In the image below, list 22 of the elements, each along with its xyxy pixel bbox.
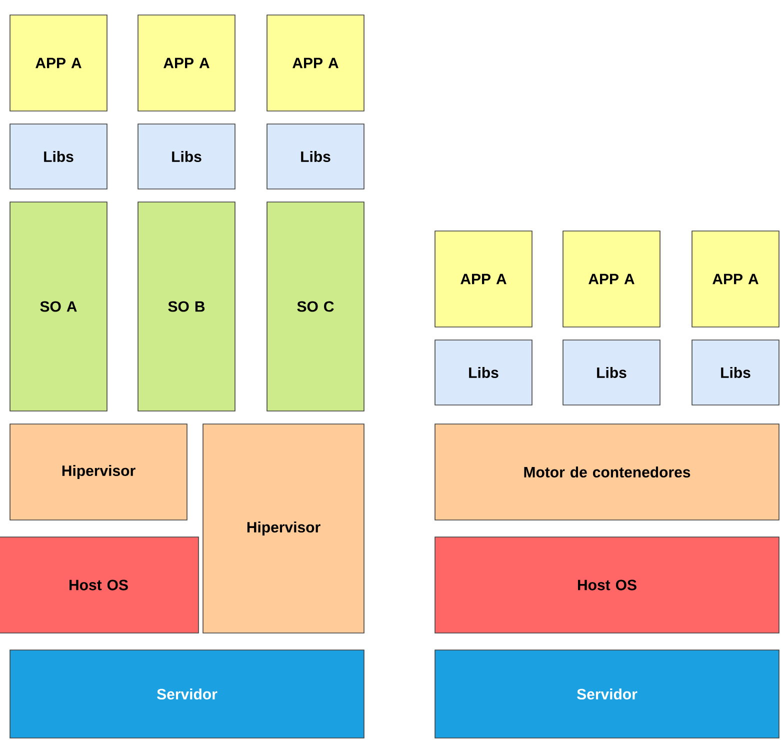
container-engine-box: Motor de contenedores <box>434 424 780 520</box>
app-box: APP A <box>434 230 532 328</box>
host-os-box: Host OS <box>0 536 199 634</box>
host-os-box: Host OS <box>434 536 780 634</box>
hypervisor-box: Hipervisor <box>202 424 364 634</box>
library-box: Libs <box>692 340 780 406</box>
app-box: APP A <box>138 14 236 112</box>
app-box: APP A <box>562 230 660 328</box>
hypervisor-box: Hipervisor <box>10 424 188 520</box>
library-box: Libs <box>138 124 236 190</box>
os-box: SO C <box>266 202 364 412</box>
app-box: APP A <box>10 14 108 112</box>
server-box: Servidor <box>434 650 780 738</box>
app-box: APP A <box>692 230 780 328</box>
server-box: Servidor <box>10 650 364 738</box>
app-box: APP A <box>266 14 364 112</box>
library-box: Libs <box>562 340 660 406</box>
library-box: Libs <box>10 124 108 190</box>
library-box: Libs <box>266 124 364 190</box>
library-box: Libs <box>434 340 532 406</box>
os-box: SO B <box>138 202 236 412</box>
os-box: SO A <box>10 202 108 412</box>
